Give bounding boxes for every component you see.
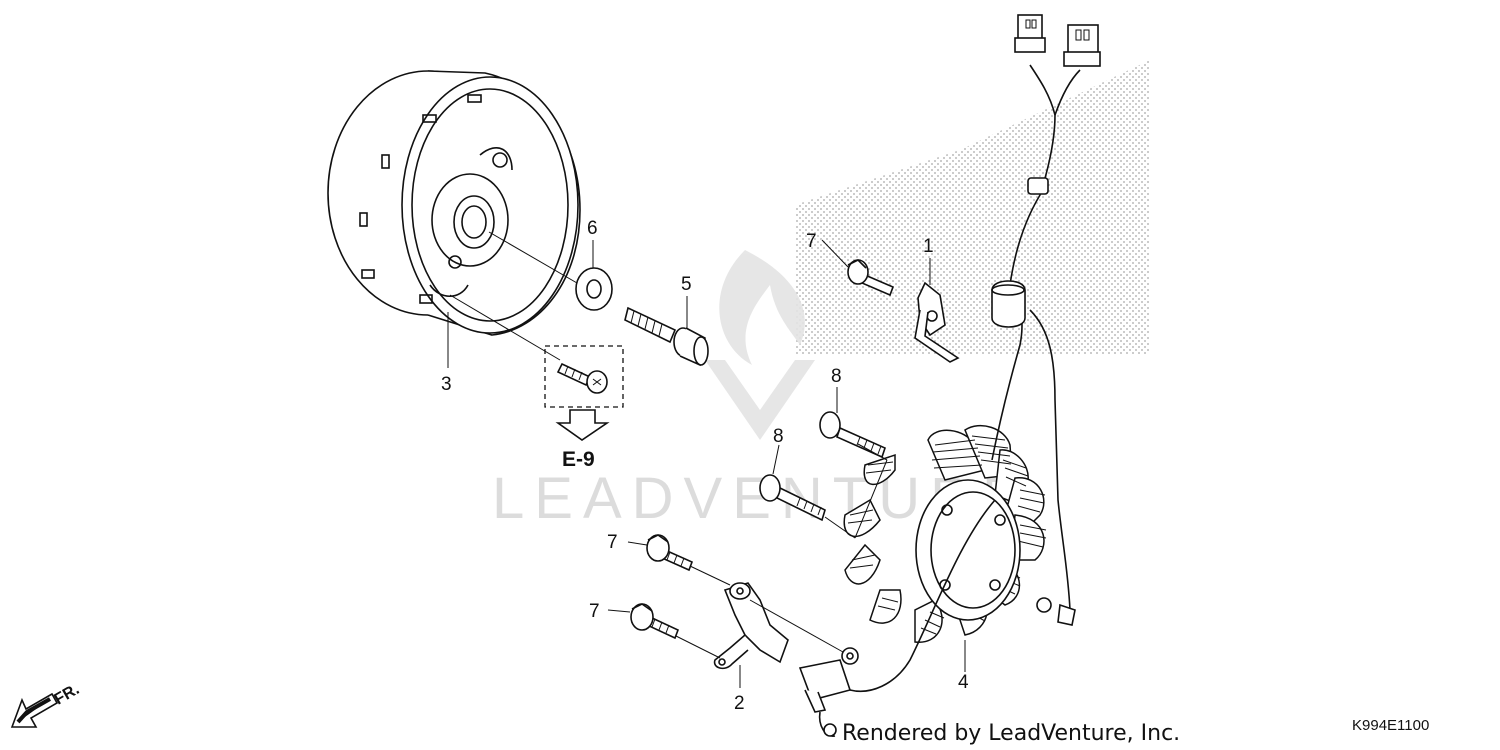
pulse-sensor[interactable] <box>798 647 859 737</box>
callout-6: 6 <box>587 218 598 239</box>
diagram-id: K994E1100 <box>1352 717 1429 734</box>
stator[interactable] <box>843 424 1047 643</box>
bolt-8-lower[interactable] <box>759 474 826 522</box>
bolt-8-upper[interactable] <box>819 411 886 459</box>
flange-bolt[interactable] <box>624 306 709 367</box>
callout-1: 1 <box>923 236 934 257</box>
callout-2: 2 <box>734 693 745 714</box>
special-screw[interactable] <box>544 345 624 408</box>
setting-plate[interactable] <box>914 281 960 363</box>
reference-label: E-9 <box>562 448 595 471</box>
bolt-7-lower[interactable] <box>630 603 680 640</box>
wire-clamp[interactable] <box>713 582 789 670</box>
callout-4: 4 <box>958 672 969 693</box>
callout-5: 5 <box>681 274 692 295</box>
bolt-7-middle[interactable] <box>646 534 694 572</box>
bolt-7-upper[interactable] <box>847 259 895 297</box>
callout-8-upper: 8 <box>831 366 842 387</box>
reference-arrow <box>555 409 610 441</box>
callout-8-lower: 8 <box>773 426 784 447</box>
wire-harness[interactable] <box>849 14 1101 692</box>
callout-7-middle: 7 <box>607 532 618 553</box>
front-direction-arrow-icon <box>10 692 59 728</box>
callout-7-lower: 7 <box>589 601 600 622</box>
render-credit: Rendered by LeadVenture, Inc. <box>842 721 1180 746</box>
flywheel-rotor[interactable] <box>327 70 581 336</box>
callout-3: 3 <box>441 374 452 395</box>
leader-lines <box>447 231 966 688</box>
background-dot-shading <box>795 60 1150 355</box>
washer[interactable] <box>575 267 613 311</box>
callout-7-upper: 7 <box>806 231 817 252</box>
